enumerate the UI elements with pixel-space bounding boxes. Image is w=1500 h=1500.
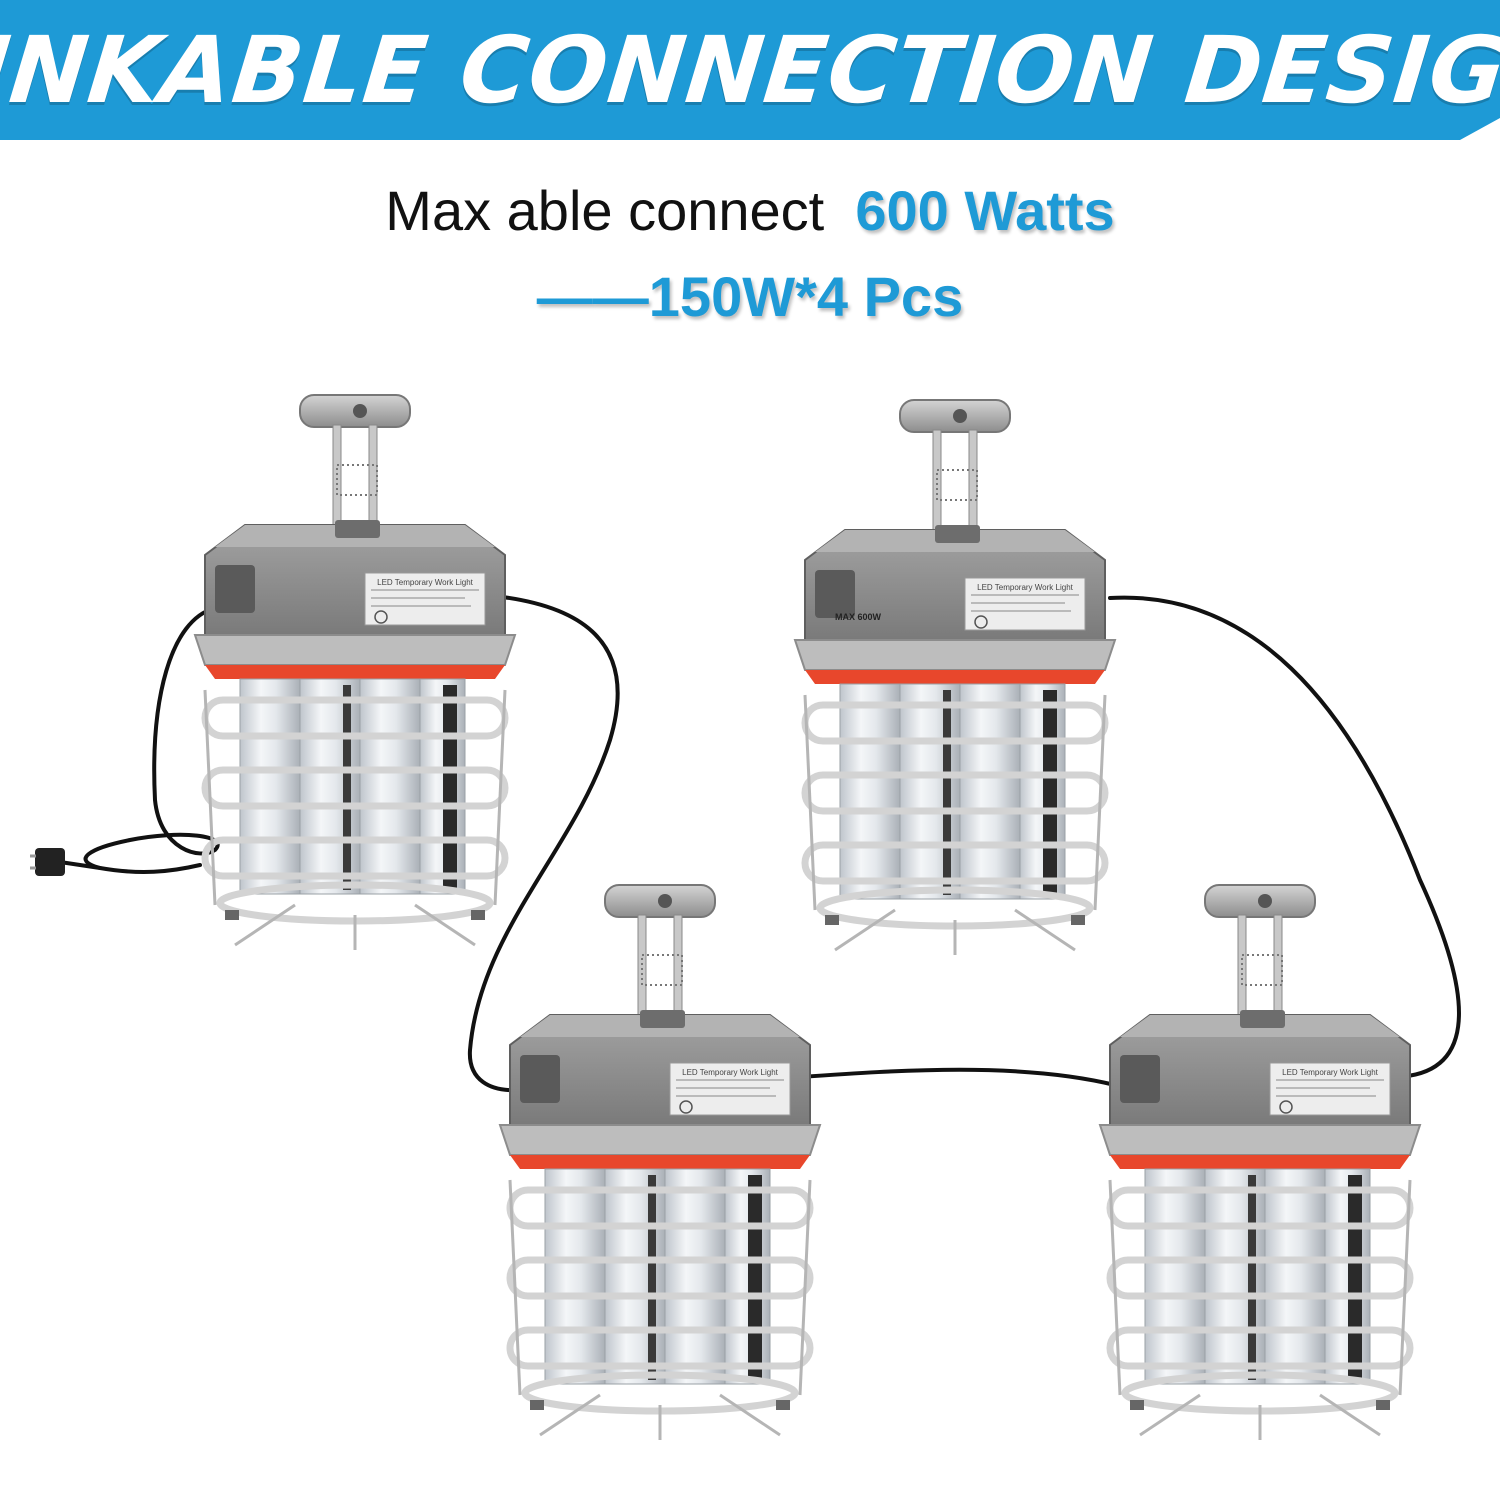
work-light-3: LED Temporary Work Light	[500, 885, 820, 1440]
cable-light-1-to-3	[467, 592, 620, 1093]
cable-light-2-to-4	[1108, 595, 1461, 1079]
power-plug-lead	[58, 860, 102, 870]
connection-cables	[58, 592, 1461, 1093]
work-light-1: LED Temporary Work Light	[195, 395, 515, 950]
light-2-label: LED Temporary Work Light	[977, 583, 1074, 592]
light-3-label: LED Temporary Work Light	[682, 1068, 779, 1077]
light-1-label: LED Temporary Work Light	[377, 578, 474, 587]
power-cord	[83, 606, 220, 874]
work-light-4: LED Temporary Work Light	[1100, 885, 1420, 1440]
max-power-line: Max able connect 600 Watts	[0, 178, 1500, 243]
max-power-prefix: Max able connect	[385, 179, 825, 242]
max-power-value: 600 Watts	[855, 179, 1115, 242]
power-breakdown: ——150W*4 Pcs	[536, 265, 964, 328]
power-plug	[30, 848, 65, 876]
title-banner: LINKABLE CONNECTION DESIGN	[0, 0, 1500, 140]
light-4-label: LED Temporary Work Light	[1282, 1068, 1379, 1077]
light-2-marking: MAX 600W	[835, 612, 882, 622]
work-light-2: LED Temporary Work Light MAX 600W	[795, 400, 1115, 955]
cable-light-3-to-4	[798, 1067, 1117, 1087]
banner-background	[0, 0, 1500, 140]
